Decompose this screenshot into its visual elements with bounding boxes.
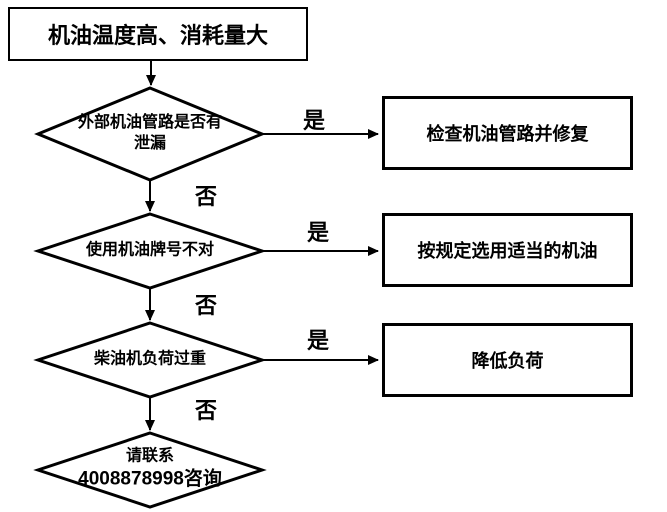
decision-diamond-2 — [33, 212, 267, 290]
decision-diamond-1 — [34, 86, 266, 182]
action-node-1-label: 检查机油管路并修复 — [426, 124, 589, 144]
action-node-2: 按规定选用适当的机油 — [382, 213, 633, 287]
decision-3-label: 柴油机负荷过重 — [94, 350, 206, 371]
decision-3-line1: 柴油机负荷过重 — [93, 350, 207, 368]
start-node-label: 机油温度高、消耗量大 — [47, 23, 268, 48]
decision-1-label: 外部机油管路是否有 泄漏 — [78, 113, 222, 155]
end-node-label: 请联系 4008878998咨询 — [78, 446, 222, 491]
decision-2-line1: 使用机油牌号不对 — [85, 241, 215, 259]
end-node-line2: 4008878998咨询 — [78, 468, 222, 490]
no-label-3: 否 — [194, 398, 218, 423]
decision-diamond-3 — [33, 321, 267, 399]
action-node-2-label: 按规定选用适当的机油 — [417, 241, 598, 261]
start-node: 机油温度高、消耗量大 — [8, 7, 308, 61]
end-node-line1: 请联系 — [125, 447, 175, 465]
no-label-2: 否 — [194, 293, 218, 318]
decision-1-line2: 泄漏 — [133, 135, 167, 152]
yes-label-1: 是 — [302, 108, 326, 133]
action-node-3-label: 降低负荷 — [471, 351, 544, 371]
yes-label-3: 是 — [306, 328, 330, 353]
action-node-3: 降低负荷 — [382, 323, 633, 397]
no-label-1: 否 — [194, 184, 218, 209]
yes-label-2: 是 — [306, 220, 330, 245]
action-node-1: 检查机油管路并修复 — [382, 96, 633, 170]
end-diamond — [33, 431, 267, 509]
decision-2-label: 使用机油牌号不对 — [86, 241, 214, 262]
decision-1-line1: 外部机油管路是否有 — [77, 114, 223, 132]
